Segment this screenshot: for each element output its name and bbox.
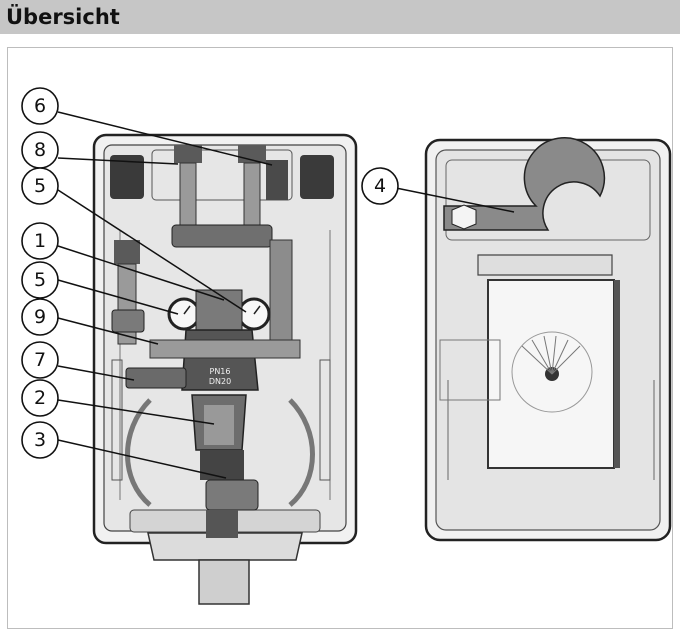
lid-unit	[424, 137, 672, 542]
callout-5-upper: 5	[21, 167, 59, 205]
leader-lines	[57, 111, 515, 479]
station-unit: PN16 DN20	[92, 133, 358, 605]
callout-2: 2	[21, 379, 59, 417]
section-header: Übersicht	[0, 0, 680, 34]
callout-9-label: 9	[34, 306, 46, 328]
callout-5-lower-label: 5	[34, 269, 46, 291]
callout-6: 6	[21, 87, 59, 125]
nameplate-line2: DN20	[209, 377, 231, 386]
callout-1: 1	[21, 222, 59, 260]
callout-6-label: 6	[34, 95, 46, 117]
callout-2-label: 2	[34, 387, 46, 409]
callout-3: 3	[21, 421, 59, 459]
callout-4-label: 4	[374, 175, 386, 197]
callout-1-label: 1	[34, 230, 46, 252]
nameplate-line1: PN16	[210, 367, 231, 376]
section-title: Übersicht	[6, 5, 120, 29]
callout-5-lower: 5	[21, 261, 59, 299]
callout-9: 9	[21, 298, 59, 336]
callout-7-label: 7	[34, 349, 46, 371]
callout-8: 8	[21, 131, 59, 169]
callout-4: 4	[361, 167, 399, 205]
callout-5-upper-label: 5	[34, 175, 46, 197]
callout-8-label: 8	[34, 139, 46, 161]
figure-frame	[7, 47, 673, 629]
callout-3-label: 3	[34, 429, 46, 451]
callout-7: 7	[21, 341, 59, 379]
